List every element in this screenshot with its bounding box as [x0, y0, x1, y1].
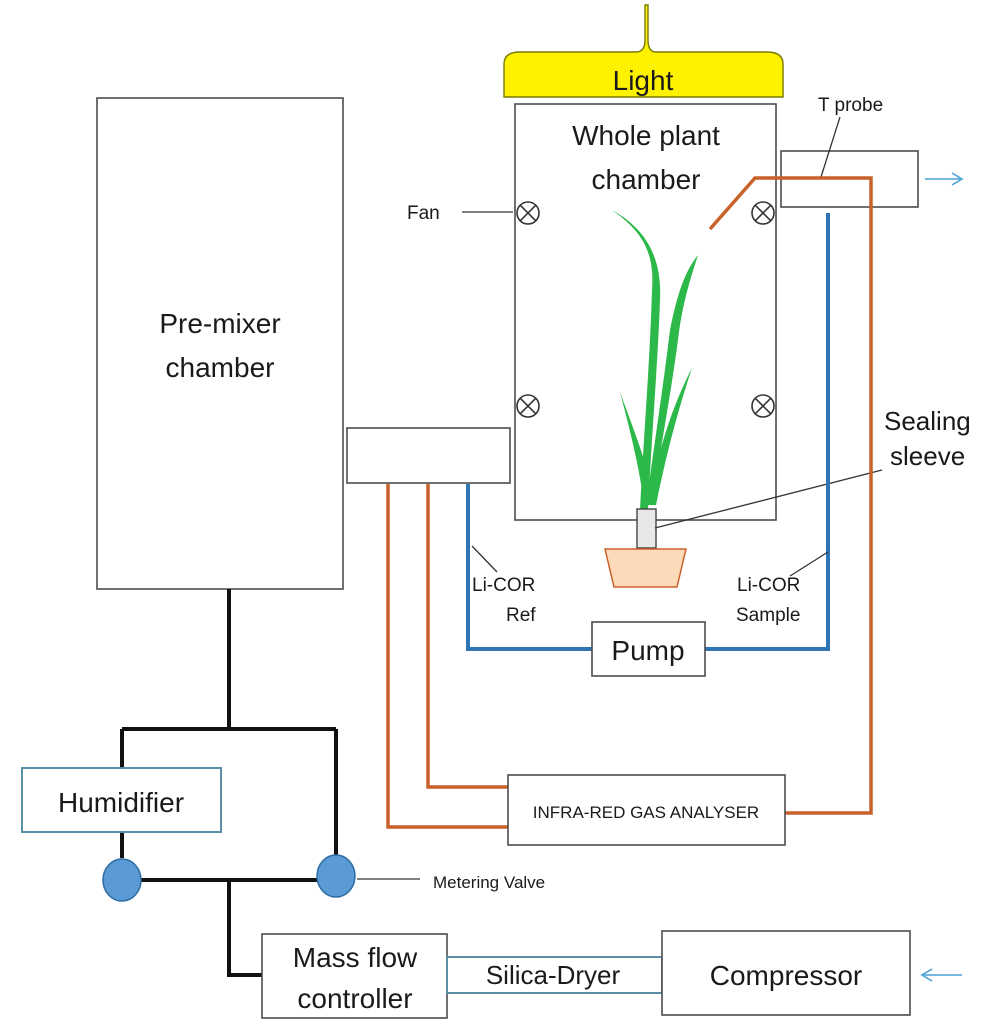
licor-sample-label-line1: Li-COR: [737, 575, 800, 596]
humidifier-box: [21, 767, 222, 833]
licor-ref-label-line1: Li-COR: [472, 575, 535, 596]
licor-ref-label-line2: Ref: [506, 605, 536, 626]
blue-tubing: [466, 213, 830, 651]
silica-dryer-box: [446, 956, 663, 994]
metering-valve-icon: [316, 854, 356, 898]
sealing-sleeve-leader-line: [654, 469, 883, 529]
air-supply-lines: [120, 589, 338, 977]
fan-icon: [516, 201, 540, 225]
pre-mixer-chamber-label-line1: Pre-mixer: [159, 308, 280, 339]
sealing-sleeve: [636, 508, 657, 549]
whole-plant-chamber-label-line2: chamber: [592, 164, 701, 195]
metering-valve-label: Metering Valve: [433, 873, 545, 892]
fan-label: Fan: [407, 203, 440, 224]
silica-dryer-label: Silica-Dryer: [486, 960, 621, 990]
pre-mixer-chamber-label-line2: chamber: [166, 352, 275, 383]
left-arrow-icon: [920, 968, 962, 982]
sealing-sleeve-label-line2: sleeve: [890, 441, 965, 471]
compressor-label: Compressor: [710, 960, 862, 991]
light-source: Light: [503, 4, 784, 98]
plant-pot: [604, 548, 687, 588]
plant-illustration: [612, 210, 698, 510]
licor-sample-label-line2: Sample: [736, 605, 800, 626]
infra-red-gas-analyser-box: [507, 774, 786, 846]
fan-icon: [751, 201, 775, 225]
compressor-box: [661, 930, 911, 1016]
infra-red-gas-analyser-label: INFRA-RED GAS ANALYSER: [533, 803, 759, 822]
pre-mixer-chamber-box: [96, 97, 344, 590]
connector-box: [346, 427, 511, 484]
pump-box: [591, 621, 706, 677]
t-probe-label: T probe: [818, 95, 883, 116]
orange-tubing: [386, 176, 873, 829]
licor-sample-leader-line: [789, 551, 829, 577]
t-probe-leader-line: [820, 116, 841, 178]
light-shape: [503, 4, 784, 98]
licor-ref-leader-line: [471, 545, 498, 573]
humidifier-label: Humidifier: [58, 787, 184, 818]
mass-flow-controller-label-line1: Mass flow: [293, 942, 418, 973]
mass-flow-controller-box: [261, 933, 448, 1019]
fan-icon: [516, 394, 540, 418]
sealing-sleeve-label-line1: Sealing: [884, 406, 971, 436]
whole-plant-chamber-label-line1: Whole plant: [572, 120, 720, 151]
light-label: Light: [613, 65, 674, 96]
fan-icon: [751, 394, 775, 418]
pump-label: Pump: [611, 635, 684, 666]
mass-flow-controller-label-line2: controller: [297, 983, 412, 1014]
metering-valve-icon: [102, 858, 142, 902]
right-arrow-icon: [925, 172, 964, 186]
